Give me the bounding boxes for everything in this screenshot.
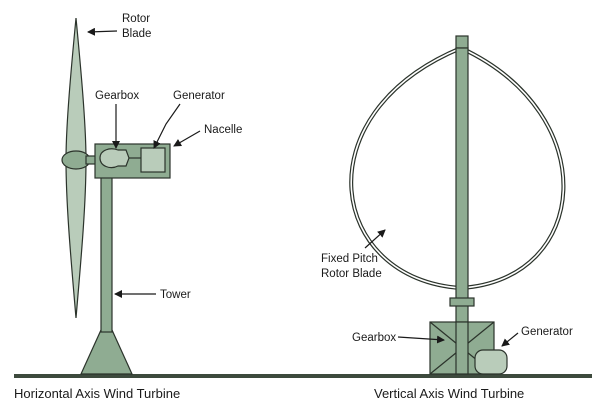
vawt-rotor-blade-right-inner [460,47,565,289]
hawt-tower-base [80,329,133,375]
vawt-gearbox-label: Gearbox [352,332,396,344]
vawt-top-cap [455,35,469,49]
rotor-blade-label-line1: Rotor [122,13,150,25]
rotor-blade-arrow [87,27,118,36]
fixed-pitch-label-line2: Rotor Blade [321,268,382,280]
vawt-rotor-blade-right [460,46,566,290]
ground-line [14,374,592,378]
gearbox-label: Gearbox [95,90,139,102]
horizontal-axis-turbine: Rotor Blade Gearbox Generator Nacelle To… [14,13,242,401]
generator-arrow [153,103,181,149]
vawt-generator [474,349,508,375]
hawt-tower [100,171,113,333]
fixed-pitch-arrow [364,229,386,249]
nacelle-arrow [173,130,201,147]
vawt-generator-label: Generator [521,326,573,338]
tower-label: Tower [160,289,191,301]
hawt-gearbox [99,148,130,169]
generator-label: Generator [173,90,225,102]
vawt-mast-lower [455,321,469,375]
vawt-generator-arrow [501,332,519,347]
vawt-collar [449,297,475,307]
vawt-gearbox-arrow [397,335,445,344]
hawt-generator [140,147,166,173]
vawt-rotor-blade-left [349,46,462,290]
hawt-caption: Horizontal Axis Wind Turbine [14,386,180,401]
vertical-axis-turbine: Fixed Pitch Rotor Blade Gearbox Generato… [321,35,573,401]
vawt-rotor-blade-left-inner [350,47,462,289]
nacelle-label: Nacelle [204,124,242,136]
vawt-caption: Vertical Axis Wind Turbine [374,386,524,401]
fixed-pitch-label-line1: Fixed Pitch [321,253,378,265]
rotor-blade-label-line2: Blade [122,28,151,40]
vawt-mast [455,47,469,367]
